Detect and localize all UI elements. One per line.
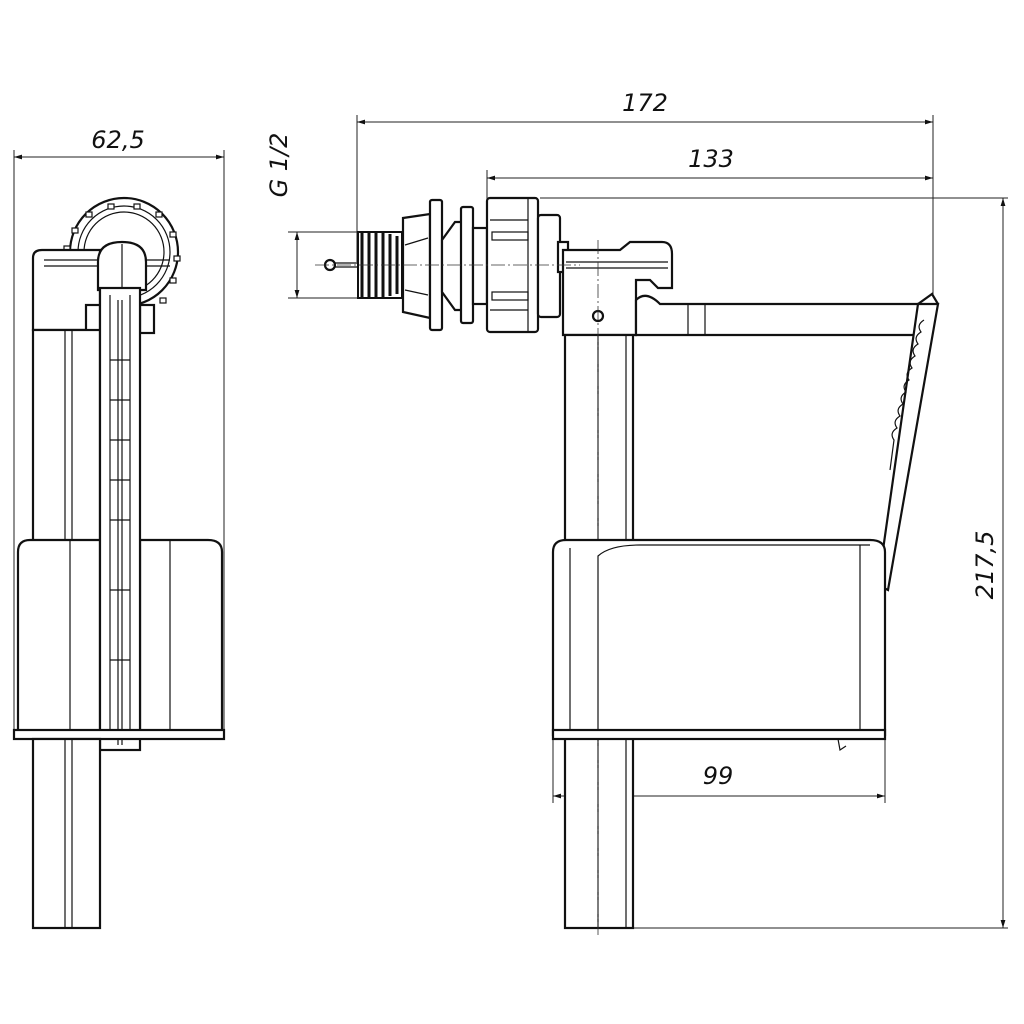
total-length-label: 172 [622, 89, 668, 117]
float-width-label: 99 [703, 762, 734, 790]
front-view [288, 115, 1008, 935]
height-label: 217,5 [971, 531, 999, 600]
thread-label: G 1/2 [265, 133, 293, 198]
side-view [12, 150, 226, 930]
width-dimension-label: 62,5 [91, 126, 144, 154]
float [551, 538, 887, 737]
arm-length-label: 133 [688, 145, 734, 173]
